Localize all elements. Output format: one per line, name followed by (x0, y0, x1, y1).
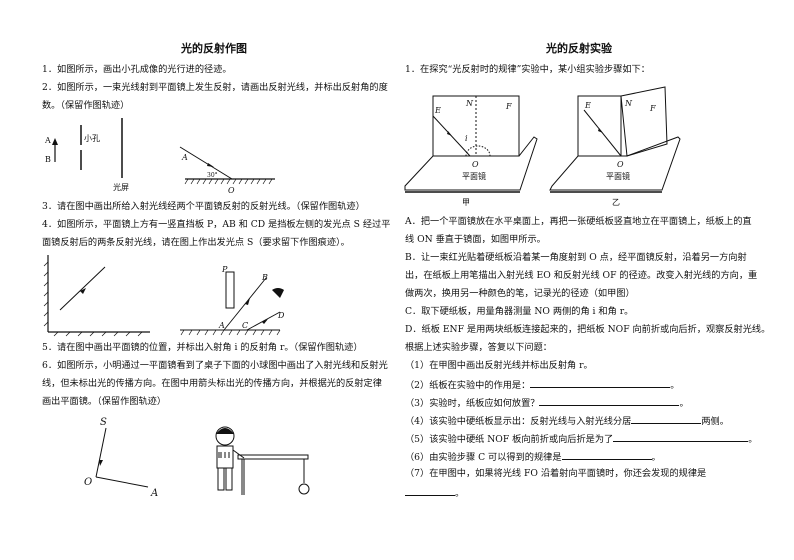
sub-question-7: （7）在甲图中，如果将光线 FO 沿着射向平面镜时，你还会发现的规律是 (405, 468, 707, 479)
label-p: P (221, 265, 228, 274)
sub-question-1: （1）在甲图中画出反射光线并标出反射角 r。 (405, 360, 593, 371)
label-i: i (465, 134, 468, 143)
step-b-line3: 做两次，换用另一种颜色的笔，记录光的径迹（如甲图） (405, 288, 635, 299)
label-a: A (218, 321, 225, 330)
step-b-line2: 出，在纸板上用笔描出入射光线 EO 和反射光线 OF 的径迹。改变入射光线的方向… (405, 270, 758, 281)
question-2-line1: 2．如图所示，一束光线射到平面镜上发生反射，请画出反射光线，并标出反射角的度 (42, 82, 388, 93)
label-a: A (181, 153, 188, 162)
question-1: 1．如图所示，画出小孔成像的光行进的径迹。 (42, 64, 232, 75)
figure-pinhole: A B 小孔 光屏 (44, 118, 129, 192)
left-title: 光的反射作图 (181, 42, 247, 55)
label-f: F (505, 102, 512, 111)
label-a: A (44, 136, 51, 145)
sub-question-2: （2）纸板在实验中的作用是： 。 (405, 378, 679, 392)
answer-intro: 根据上述实验步骤，答复以下问题： (405, 342, 552, 353)
step-a-line1: A．把一个平面镜放在水平桌面上，再把一张硬纸板竖直地立在平面镜上，纸板上的直 (405, 216, 752, 227)
step-c: C．取下硬纸板，用量角器测量 NO 两侧的角 i 和角 r。 (405, 306, 634, 317)
answer-blank-7[interactable] (405, 486, 455, 496)
label-c: C (242, 321, 248, 330)
figure-barrier-p: P B A C D (180, 265, 285, 336)
sub-question-3: （3）实验时，纸板应如何放置？ 。 (405, 396, 689, 410)
label-n: N (465, 99, 474, 108)
label-o: O (84, 477, 92, 488)
label-angle: 30° (207, 172, 218, 179)
period: 。 (651, 452, 661, 463)
label-mirror: 平面镜 (606, 171, 630, 181)
right-title: 光的反射实验 (546, 42, 612, 55)
sub-question-3-text: （3）实验时，纸板应如何放置？ (405, 398, 540, 409)
figure-angle-soa: S O A (84, 417, 158, 499)
question-6-line3: 画出平面镜。（保留作图轨迹） (42, 396, 167, 407)
experiment-intro: 1．在探究“光反射时的规律”实验中，某小组实验步骤如下： (405, 64, 650, 75)
label-a: A (150, 488, 158, 499)
question-6-line2: 线，但未标出光的传播方向。在图中用箭头标出光的传播方向，并根据光的反射定律 (42, 378, 382, 389)
period: 。 (679, 398, 689, 409)
label-e: E (434, 106, 441, 115)
question-2-line2: 数。（保留作图轨迹） (42, 100, 130, 111)
label-b: B (45, 155, 51, 164)
label-s: S (100, 417, 107, 428)
label-mirror: 平面镜 (462, 171, 486, 181)
answer-blank-3[interactable] (539, 396, 680, 406)
period: 。 (670, 380, 680, 391)
question-4-line2: 面镜反射后的两条反射光线，请在图上作出发光点 S（要求留下作图痕迹）。 (42, 237, 350, 248)
question-5: 5．请在图中画出平面镜的位置，并标出入射角 i 的反射角 r。（保留作图轨迹） (42, 342, 363, 353)
label-f: F (649, 104, 656, 113)
figure-yi: E N F O 平面镜 乙 (549, 86, 681, 207)
figure-two-mirrors (43, 255, 150, 337)
label-o: O (472, 160, 479, 169)
period: 。 (455, 488, 465, 499)
period: 。 (748, 434, 758, 445)
label-b: B (261, 273, 268, 282)
sub-question-4: （4）该实验中硬纸板显示出：反射光线与入射光线分居 两侧。 (405, 414, 729, 428)
sub-question-2-text: （2）纸板在实验中的作用是： (405, 380, 531, 391)
sub-question-4-suffix: 两侧。 (701, 416, 729, 427)
caption-jia: 甲 (462, 198, 470, 207)
step-d: D．纸板 ENF 是用两块纸板连接起来的，把纸板 NOF 向前折或向后折，观察反… (405, 324, 771, 335)
step-b-line1: B．让一束红光贴着硬纸板沿着某一角度射到 O 点，经平面镜反射，沿着另一方向射 (405, 252, 747, 263)
label-screen: 光屏 (113, 182, 129, 192)
label-hole: 小孔 (84, 134, 100, 143)
answer-blank-4[interactable] (631, 414, 702, 424)
figure-boy-table (215, 426, 310, 495)
label-n: N (624, 99, 633, 108)
answer-blank-6[interactable] (561, 450, 652, 460)
sub-question-5: （5）该实验中硬纸 NOF 板向前折或向后折是为了 。 (405, 432, 757, 446)
label-o: O (228, 186, 235, 195)
figure-mirror-30deg: A 30° O (179, 146, 275, 195)
question-4-line1: 4．如图所示，平面镜上方有一竖直挡板 P，AB 和 CD 是挡板左侧的发光点 S… (42, 219, 391, 230)
step-a-line2: 线 ON 垂直于镜面，如图甲所示。 (405, 234, 546, 245)
answer-blank-5[interactable] (613, 432, 749, 442)
sub-question-6-text: （6）由实验步骤 C 可以得到的规律是 (405, 452, 562, 463)
sub-question-6: （6）由实验步骤 C 可以得到的规律是 。 (405, 450, 661, 464)
label-e: E (584, 101, 591, 110)
sub-question-5-text: （5）该实验中硬纸 NOF 板向前折或向后折是为了 (405, 434, 614, 445)
question-6-line1: 6．如图所示，小明通过一平面镜看到了桌子下面的小球图中画出了入射光线和反射光 (42, 360, 388, 371)
label-o: O (617, 160, 624, 169)
caption-yi: 乙 (612, 198, 620, 207)
figure-jia: E N F i O 平面镜 甲 (404, 95, 538, 207)
sub-question-7-answer: 。 (405, 486, 464, 500)
question-3: 3．请在图中画出所给入射光线经两个平面镜反射的反射光线。（保留作图轨迹） (42, 201, 365, 212)
label-d: D (277, 311, 285, 320)
sub-question-4-text: （4）该实验中硬纸板显示出：反射光线与入射光线分居 (405, 416, 632, 427)
answer-blank-2[interactable] (530, 378, 671, 388)
